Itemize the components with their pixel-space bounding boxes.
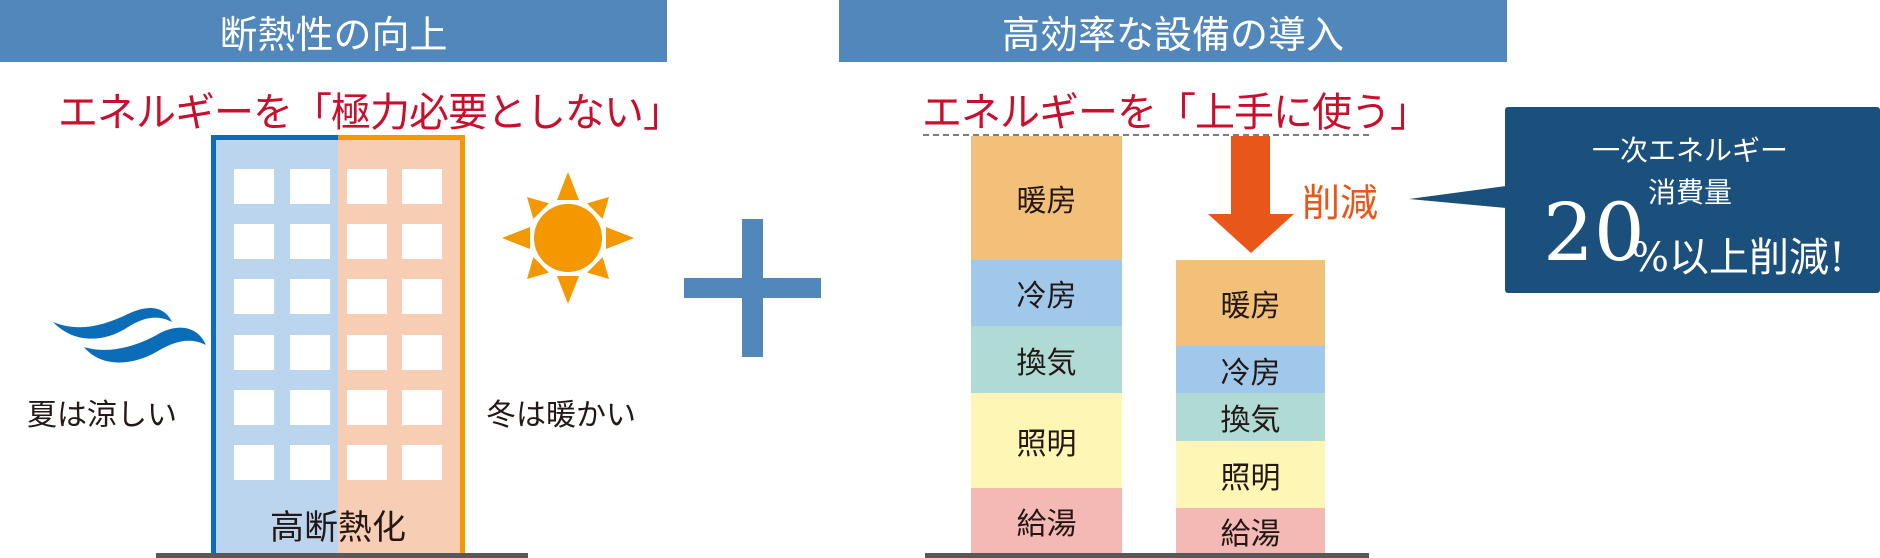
building-window [347, 169, 387, 204]
building-window [290, 224, 330, 259]
building-window [290, 335, 330, 370]
building-window [402, 279, 442, 314]
sun-icon [502, 172, 634, 304]
bar-segment-label: 換気 [1016, 345, 1077, 381]
bar-segment-label: 冷房 [1220, 355, 1281, 391]
building-window [347, 224, 387, 259]
sun-ray [587, 196, 610, 219]
reduction-label: 削減 [1302, 181, 1379, 225]
bar-segment-label: 冷房 [1016, 279, 1077, 314]
building-window [347, 445, 387, 480]
bar-segment-label: 給湯 [1220, 516, 1281, 552]
bar-segment-label: 暖房 [1016, 184, 1077, 219]
building-window [402, 445, 442, 480]
wind-icon [53, 307, 206, 363]
building-window [234, 279, 274, 314]
building-window [234, 169, 274, 204]
after-bar: 暖房冷房換気照明給湯 [1176, 260, 1325, 553]
building-window [234, 335, 274, 370]
building-window [347, 390, 387, 425]
bar-segment-0: 暖房 [971, 136, 1122, 260]
callout-line1: 一次エネルギー [1591, 134, 1788, 167]
callout-pointer [1409, 186, 1506, 208]
building-window [234, 390, 274, 425]
sun-ray [502, 227, 530, 249]
ground-line-right [925, 553, 1369, 558]
building-window [402, 224, 442, 259]
building-window [402, 390, 442, 425]
bar-segment-3: 照明 [1176, 441, 1325, 508]
building-window [402, 169, 442, 204]
building-label: 高断熱化 [270, 508, 406, 548]
bar-segment-label: 照明 [1016, 426, 1077, 462]
bar-segment-1: 冷房 [1176, 346, 1325, 393]
bar-segment-2: 換気 [1176, 393, 1325, 441]
bar-segment-label: 照明 [1220, 460, 1281, 496]
insulation-header: 断熱性の向上 [0, 0, 667, 62]
ground-line-left [156, 553, 528, 558]
bar-segment-0: 暖房 [1176, 260, 1325, 346]
sun-ray [557, 276, 579, 304]
equipment-subtitle: エネルギーを「上手に使う」 [922, 90, 1430, 136]
bar-segment-3: 照明 [971, 393, 1122, 488]
bar-segment-4: 給湯 [971, 488, 1122, 553]
building-window [290, 169, 330, 204]
sun-ray [606, 227, 634, 249]
sun-ray [587, 257, 610, 280]
bar-segment-4: 給湯 [1176, 508, 1325, 553]
winter-warm-text: 冬は暖かい [486, 398, 636, 433]
before-bar: 暖房冷房換気照明給湯 [971, 136, 1122, 553]
insulation-subtitle: エネルギーを「極力必要としない」 [58, 90, 683, 136]
bar-segment-label: 暖房 [1220, 289, 1281, 324]
callout-line2: 消費量 [1647, 176, 1732, 209]
callout-suffix: %以上削減! [1631, 235, 1846, 281]
sun-ray [526, 257, 549, 280]
building-window [347, 335, 387, 370]
building-window [290, 279, 330, 314]
building-window [402, 335, 442, 370]
bar-segment-2: 換気 [971, 326, 1122, 393]
equipment-header: 高効率な設備の導入 [839, 0, 1507, 62]
bar-segment-1: 冷房 [971, 260, 1122, 326]
baseline-dotted [923, 134, 1369, 136]
callout-number: 20 [1543, 186, 1645, 279]
building-window [290, 390, 330, 425]
building-window [347, 279, 387, 314]
building-window [290, 445, 330, 480]
building-window [234, 224, 274, 259]
sun-ray [557, 172, 579, 200]
summer-cool-text: 夏は涼しい [27, 398, 177, 433]
bar-segment-label: 給湯 [1016, 506, 1077, 542]
sun-ray [526, 196, 549, 219]
reduction-arrow-icon [1208, 136, 1294, 253]
bar-segment-label: 換気 [1220, 403, 1281, 438]
building-window [234, 445, 274, 480]
callout-box: 一次エネルギー 消費量 20 %以上削減! [1505, 107, 1880, 293]
